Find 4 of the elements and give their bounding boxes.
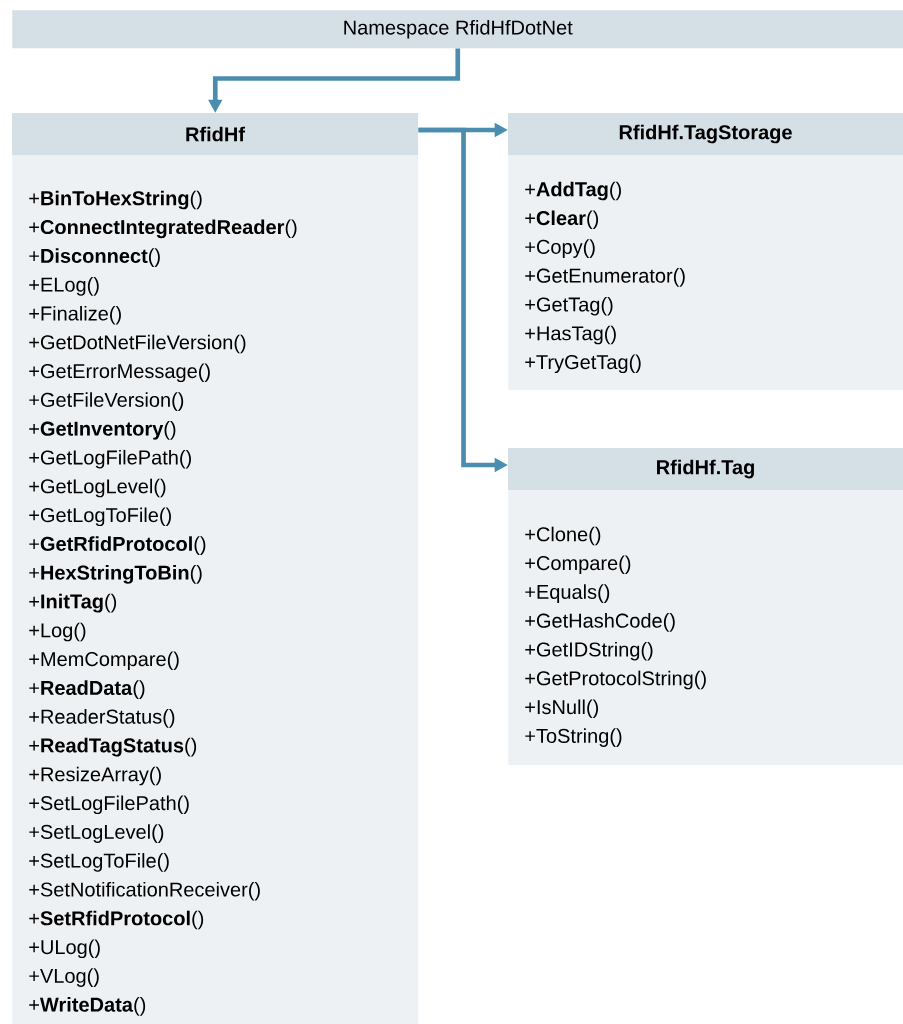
class-box: RfidHf.TagStorage +AddTag() +Clear() +Copy() +GetEnumerator() +GetTag() +HasTag() +TryGetTag() [508, 113, 903, 391]
class-box: RfidHf.Tag +Clone() +Compare() +Equals() +GetHashCode() +GetIDString() +GetProtocolString() +IsNull() +ToString() [508, 448, 903, 766]
namespace-box: Namespace RfidHfDotNet [12, 10, 903, 49]
class-box: RfidHf +BinToHexString() +ConnectIntegratedReader() +Disconnect() +ELog() +Finalize() +GetDotNetFileVersion() +GetErrorMessage() +GetFileVersion() +GetInventory() +GetLogFilePath() +GetLogLevel() +GetLogToFile() +GetRfidProtocol() +HexStringToBin() +InitTag() +Log() +MemCompare() +ReadData() +ReaderStatus() +ReadTagStatus() +ResizeArray() +SetLogFilePath() +SetLogLevel() +SetLogToFile() +SetNotificationReceiver() +SetRfidProtocol() +ULog() +VLog() +WriteData() [12, 113, 419, 1024]
